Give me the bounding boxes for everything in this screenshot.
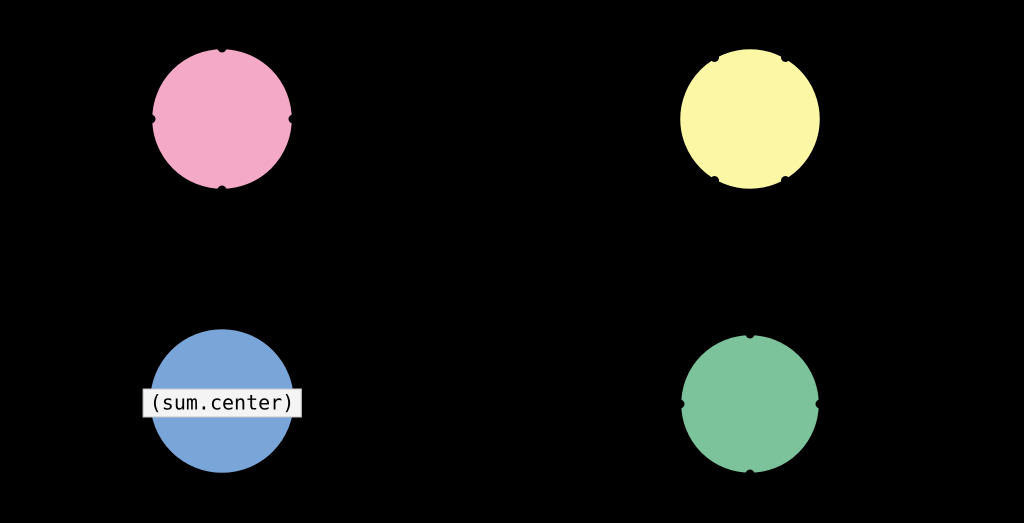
node-circle-pink (149, 46, 295, 192)
anchor-dot-green-90 (745, 329, 755, 339)
anchor-dot-yellow-60 (781, 53, 790, 62)
anchor-dot-pink-270 (217, 185, 227, 195)
anchor-dot-pink-0 (288, 114, 298, 124)
anchor-dot-pink-180 (146, 114, 156, 124)
node-circle-yellow (677, 46, 823, 192)
anchor-dot-green-270 (745, 469, 755, 479)
anchor-dot-green-0 (815, 399, 825, 409)
anchor-dot-yellow-120 (710, 53, 719, 62)
node-circle-green (678, 332, 822, 476)
anchor-dot-green-180 (675, 399, 685, 409)
anchor-dot-yellow-240 (710, 176, 719, 185)
anchor-dot-yellow-300 (781, 176, 790, 185)
sum-center-label: (sum.center) (142, 388, 302, 418)
anchor-dot-pink-90 (217, 43, 227, 53)
